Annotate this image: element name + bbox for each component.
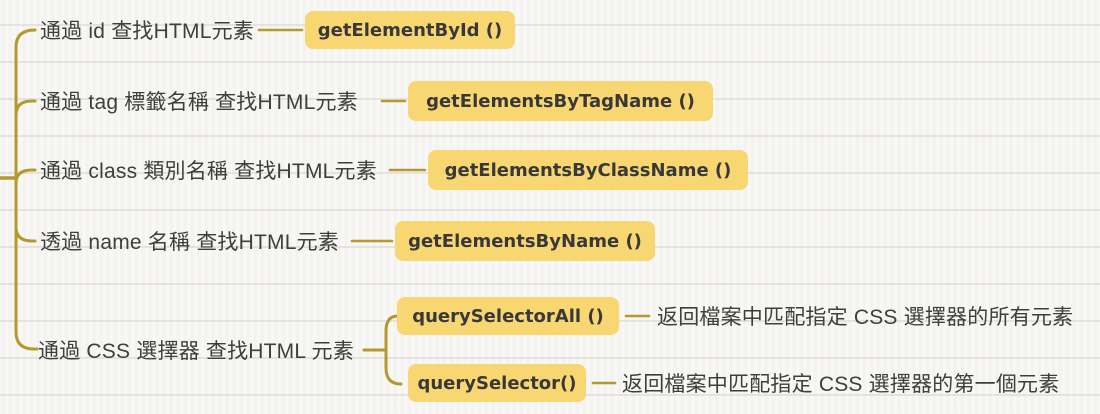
method-node-queryselector[interactable]: querySelector() — [408, 364, 586, 402]
method-node-getelementsbyname[interactable]: getElementsByName () — [395, 221, 655, 261]
branch-label-tag[interactable]: 通過 tag 標籤名稱 查找HTML元素 — [40, 91, 358, 114]
branch4-line — [14, 225, 37, 243]
branch-label-id[interactable]: 通過 id 查找HTML元素 — [40, 20, 254, 43]
branch3-line — [14, 168, 37, 185]
trunk-line — [14, 28, 39, 351]
method-node-queryselectorall[interactable]: querySelectorAll () — [397, 297, 619, 335]
method-node-getelementsbytagname[interactable]: getElementsByTagName () — [408, 81, 713, 121]
method-node-getelementbyid[interactable]: getElementById () — [305, 11, 515, 49]
fork-line — [384, 314, 403, 386]
method-node-getelementsbyclassname[interactable]: getElementsByClassName () — [428, 150, 748, 190]
description-queryselectorall: 返回檔案中匹配指定 CSS 選擇器的所有元素 — [657, 306, 1074, 329]
branch-label-class[interactable]: 通過 class 類別名稱 查找HTML元素 — [40, 160, 377, 183]
branch-label-css-selector[interactable]: 通過 CSS 選擇器 查找HTML 元素 — [38, 340, 354, 363]
branch2-line — [14, 99, 37, 117]
description-queryselector: 返回檔案中匹配指定 CSS 選擇器的第一個元素 — [622, 373, 1060, 396]
branch-label-name[interactable]: 透過 name 名稱 查找HTML元素 — [40, 231, 339, 254]
